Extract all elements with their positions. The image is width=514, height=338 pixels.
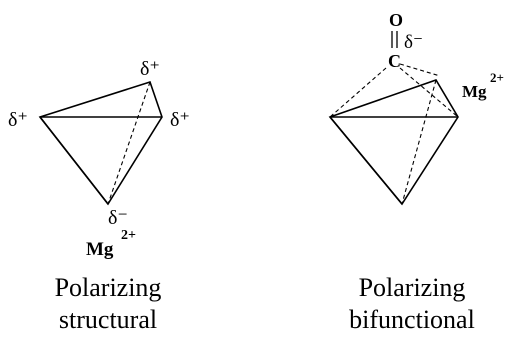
bifunctional-hidden-edge [401,79,437,205]
structural-face-outline [38,81,163,206]
structural-edge-left [39,116,109,205]
bifunctional-tetrahedron [328,63,459,206]
carbon-to-left-vertex [329,67,387,118]
bifunctional-metal-charge: 2+ [490,70,504,85]
structural-metal-charge: 2+ [121,228,136,243]
structural-charge-left: δ⁺ [8,109,28,131]
bifunctional-oxygen-label: O [389,10,403,30]
bifunctional-face-outline [328,79,459,206]
bifunctional-metal-label: Mg [462,82,487,101]
carbon-to-right-vertex [399,67,459,118]
bifunctional-caption-line1: Polarizing [359,273,466,302]
structural-tetrahedron [38,81,163,206]
bifunctional-carbon-label: C [388,51,401,71]
structural-caption-line1: Polarizing [55,273,162,302]
structural-charge-bottom: δ⁻ [108,207,128,229]
structural-charge-top: δ⁺ [140,58,160,80]
bifunctional-carbonyl-charge: δ⁻ [404,32,423,53]
bifunctional-edge-left [329,116,403,205]
structural-charge-right: δ⁺ [170,109,190,131]
bifunctional-caption-line2: bifunctional [349,305,475,334]
structural-caption-line2: structural [59,305,157,334]
carbon-to-metal [399,63,441,77]
structural-hidden-edge [107,81,151,205]
structural-metal-label: Mg [86,239,114,260]
